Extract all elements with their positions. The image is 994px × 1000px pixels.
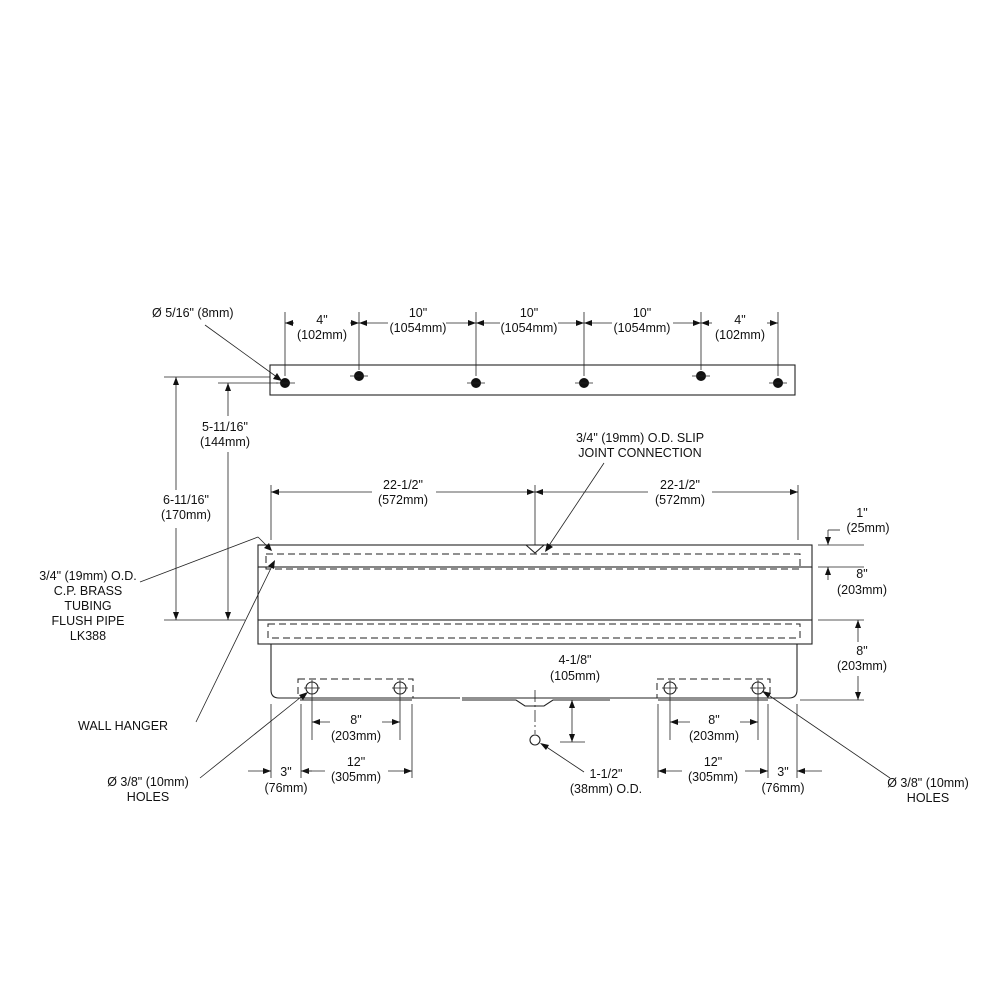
right-mid-in: 8" [856,567,867,581]
half-width-dimensions: 22-1/2" (572mm) 22-1/2" (572mm) [270,478,799,545]
right-holes-callout: Ø 3/8" (10mm) HOLES [762,691,969,805]
dim-top-1-in: 4" [316,313,327,327]
height-inner-in: 5-11/16" [202,420,248,434]
left-bottom-dimensions: 8" (203mm) 12" (305mm) 3" (76mm) [248,696,413,795]
drain-od-in: 1-1/2" [590,767,623,781]
drain-outlet [529,734,541,746]
tubing-line2: C.P. BRASS [54,584,123,598]
left-holes-8-in: 8" [350,713,361,727]
dim-top-4-mm: (1054mm) [614,321,671,335]
tubing-line3: TUBING [64,599,111,613]
dim-top-3-mm: (1054mm) [501,321,558,335]
right-12-in: 12" [704,755,722,769]
dim-top-5-mm: (102mm) [715,328,765,342]
flush-pipe [265,553,801,570]
holes-left-line2: HOLES [127,790,169,804]
half-right-in: 22-1/2" [660,478,700,492]
basin-outline [270,644,798,699]
left-3-in: 3" [280,765,291,779]
wall-hanger-label: WALL HANGER [78,719,168,733]
dim-top-3-in: 10" [520,306,538,320]
half-left-mm: (572mm) [378,493,428,507]
slip-joint-line2: JOINT CONNECTION [578,446,701,460]
left-3-mm: (76mm) [264,781,307,795]
right-bottom-dimensions: 8" (203mm) 12" (305mm) 3" (76mm) [657,696,822,795]
top-hole-label: Ø 5/16" (8mm) [152,306,234,320]
tubing-line1: 3/4" (19mm) O.D. [39,569,137,583]
dim-top-2-in: 10" [409,306,427,320]
wall-hanger-callout: WALL HANGER [78,560,275,733]
top-dimension-lines [284,312,779,376]
mounting-holes [276,371,787,388]
right-bot-in: 8" [856,644,867,658]
height-outer-in: 6-11/16" [163,493,209,507]
left-12-in: 12" [347,755,365,769]
tubing-line5: LK388 [70,629,106,643]
drain-dimensions: 4-1/8" (105mm) 1-1/2" (38mm) O.D. [540,653,642,796]
right-holes-8-mm: (203mm) [689,729,739,743]
tubing-callout: 3/4" (19mm) O.D. C.P. BRASS TUBING FLUSH… [39,536,272,643]
right-top-in: 1" [856,506,867,520]
dim-top-5-in: 4" [734,313,745,327]
dim-top-1-mm: (102mm) [297,328,347,342]
drain-drop-in: 4-1/8" [559,653,592,667]
right-height-dimensions: 1" (25mm) 8" (203mm) 8" (203mm) [800,506,890,701]
right-holes-8-in: 8" [708,713,719,727]
left-holes-8-mm: (203mm) [331,729,381,743]
lower-spray-line [267,623,801,639]
drain-od-mm: (38mm) O.D. [570,782,642,796]
dim-top-4-in: 10" [633,306,651,320]
height-outer-mm: (170mm) [161,508,211,522]
slip-joint-callout: 3/4" (19mm) O.D. SLIP JOINT CONNECTION [545,431,704,552]
left-holes-callout: Ø 3/8" (10mm) HOLES [107,692,308,804]
slip-joint-line1: 3/4" (19mm) O.D. SLIP [576,431,704,445]
trough-body [257,544,813,746]
right-hanger-bracket [656,678,771,701]
half-right-mm: (572mm) [655,493,705,507]
right-bot-mm: (203mm) [837,659,887,673]
holes-right-line1: Ø 3/8" (10mm) [887,776,969,790]
right-12-mm: (305mm) [688,770,738,784]
holes-right-line2: HOLES [907,791,949,805]
left-hanger-bracket [297,678,414,701]
top-dimension-labels: 4" (102mm) 10" (1054mm) 10" (1054mm) 10"… [297,306,765,342]
wall-hanger-strip [269,364,796,396]
right-3-mm: (76mm) [761,781,804,795]
right-3-in: 3" [777,765,788,779]
tubing-line4: FLUSH PIPE [52,614,125,628]
left-12-mm: (305mm) [331,770,381,784]
height-inner-mm: (144mm) [200,435,250,449]
right-mid-mm: (203mm) [837,583,887,597]
half-left-in: 22-1/2" [383,478,423,492]
right-top-mm: (25mm) [846,521,889,535]
holes-left-line1: Ø 3/8" (10mm) [107,775,189,789]
drain-drop-mm: (105mm) [550,669,600,683]
top-hole-callout: Ø 5/16" (8mm) [152,306,282,381]
dim-top-2-mm: (1054mm) [390,321,447,335]
left-height-dimensions: 5-11/16" (144mm) 6-11/16" (170mm) [161,376,278,621]
